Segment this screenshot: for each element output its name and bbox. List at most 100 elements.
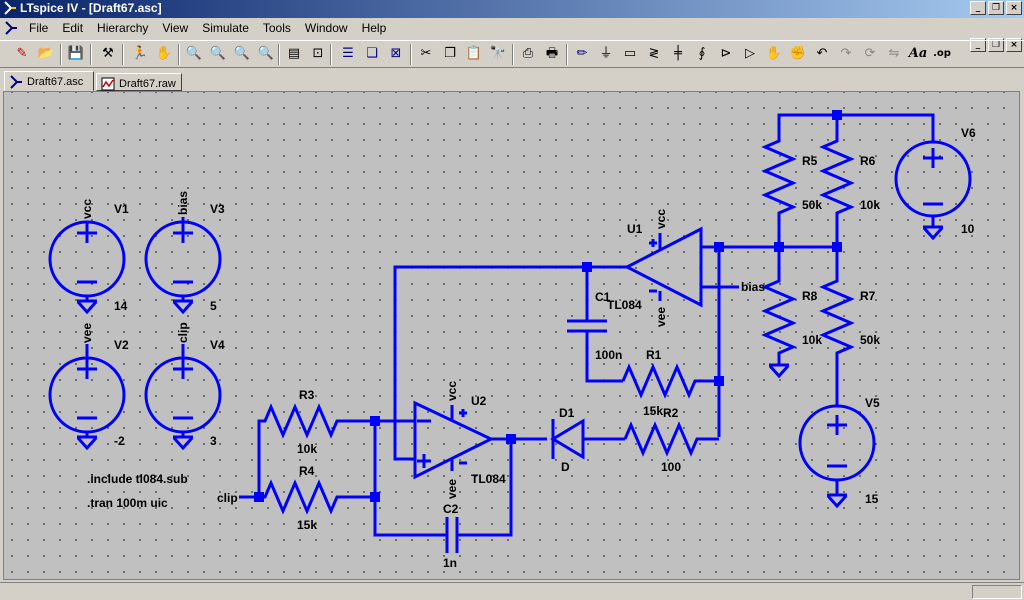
paste-icon[interactable]: 📋 <box>465 46 483 61</box>
label-r3-name: R3 <box>299 388 315 402</box>
tab-waveform[interactable]: Draft67.raw <box>96 73 182 91</box>
ground-icon[interactable]: ⏚ <box>599 46 613 61</box>
close-button[interactable]: × <box>1006 1 1022 15</box>
voltage-source-v3[interactable] <box>144 217 222 315</box>
cascade-icon[interactable]: ❏ <box>366 46 378 61</box>
copy-icon[interactable]: ❐ <box>444 46 456 61</box>
voltage-source-v2[interactable] <box>48 344 126 451</box>
save-icon[interactable]: 💾 <box>67 46 85 61</box>
voltage-source-v6[interactable] <box>894 140 972 241</box>
control-panel-icon[interactable]: ⚒ <box>102 46 114 61</box>
label-r6-name: R6 <box>860 154 876 168</box>
label-r3-value: 10k <box>297 442 317 456</box>
net-label-vee-v2: vee <box>80 323 94 343</box>
label-v4-name: V4 <box>210 338 225 352</box>
find-icon[interactable]: 🔭 <box>489 46 507 61</box>
status-bar <box>0 582 1024 600</box>
zoom-in-icon[interactable]: 🔍 <box>185 46 203 61</box>
menu-hierarchy[interactable]: Hierarchy <box>97 21 149 35</box>
menu-tools[interactable]: Tools <box>262 21 291 35</box>
halt-icon[interactable]: ✋ <box>155 46 173 61</box>
drag-icon[interactable]: ✊ <box>789 46 807 61</box>
opamp-u1[interactable] <box>623 226 739 308</box>
resistor-r6[interactable] <box>819 115 855 247</box>
component-icon[interactable]: ▷ <box>745 46 755 61</box>
status-panel <box>972 585 1022 599</box>
diode-d1[interactable] <box>550 418 625 460</box>
resistor-r2[interactable] <box>623 421 719 457</box>
resistor-icon[interactable]: ≷ <box>648 46 660 61</box>
move-icon[interactable]: ✋ <box>765 46 783 61</box>
net-label-vcc-v1: vcc <box>80 199 94 219</box>
menu-help[interactable]: Help <box>361 21 387 35</box>
resistor-r7[interactable] <box>819 247 855 406</box>
label-r8-value: 10k <box>802 333 822 347</box>
voltage-source-v5[interactable] <box>798 404 876 509</box>
waveform-tab-icon <box>101 77 115 91</box>
rotate-icon[interactable]: ⟳ <box>864 46 876 61</box>
undo-icon[interactable]: ↶ <box>816 46 828 61</box>
close-window-icon[interactable]: ⊠ <box>390 46 402 61</box>
schematic-canvas[interactable]: V1 14 V2 -2 V3 5 V4 3 V5 15 V6 10 vcc bi… <box>3 91 1020 580</box>
menu-file[interactable]: File <box>29 21 49 35</box>
spice-directive-tran[interactable]: .tran 100m uic <box>87 496 168 510</box>
label-u1-value: TL084 <box>607 298 642 312</box>
label-v5-value: 15 <box>865 492 879 506</box>
run-icon[interactable]: 🏃 <box>131 46 149 61</box>
autorange-icon[interactable]: ▤ <box>287 46 301 61</box>
text-icon[interactable]: Aa <box>908 46 928 61</box>
label-r7-value: 50k <box>860 333 880 347</box>
print-icon[interactable]: 🖶 <box>545 46 559 61</box>
doc-close-button[interactable]: × <box>1006 38 1022 52</box>
print-setup-icon[interactable]: ⎙ <box>522 46 534 61</box>
voltage-source-v1[interactable] <box>48 220 126 315</box>
net-label-vee-u1: vee <box>654 307 668 327</box>
diode-icon[interactable]: ⊳ <box>720 46 732 61</box>
capacitor-c2[interactable] <box>439 439 513 553</box>
cut-icon[interactable]: ✂ <box>420 46 432 61</box>
doc-minimize-button[interactable]: _ <box>970 38 986 52</box>
label-net-icon[interactable]: ▭ <box>623 46 637 61</box>
net-label-bias: bias <box>741 280 765 294</box>
resistor-r8[interactable] <box>761 247 797 379</box>
tab-schematic[interactable]: Draft67.asc <box>4 71 94 91</box>
menu-edit[interactable]: Edit <box>62 21 84 35</box>
tile-horizontal-icon[interactable]: ☰ <box>342 46 354 61</box>
zoom-out-icon[interactable]: 🔍 <box>233 46 251 61</box>
spice-directive-icon[interactable]: .op <box>933 48 951 59</box>
opamp-u2[interactable] <box>413 400 495 480</box>
label-v6-value: 10 <box>961 222 975 236</box>
label-v2-value: -2 <box>114 434 125 448</box>
draw-wire-icon[interactable]: ✏ <box>576 46 588 61</box>
resistor-r1[interactable] <box>621 363 719 399</box>
label-r8-name: R8 <box>802 289 818 303</box>
label-r4-name: R4 <box>299 464 315 478</box>
mirror-icon[interactable]: ⇋ <box>888 46 900 61</box>
document-icon[interactable] <box>4 21 18 35</box>
new-schematic-icon[interactable]: ✎ <box>16 46 28 61</box>
voltage-source-v4[interactable] <box>144 344 222 451</box>
resistor-r4[interactable] <box>259 479 375 515</box>
menu-view[interactable]: View <box>162 21 189 35</box>
redo-icon[interactable]: ↷ <box>840 46 852 61</box>
inductor-icon[interactable]: ∮ <box>698 46 706 61</box>
fit-window-icon[interactable]: ⊡ <box>312 46 324 61</box>
label-d1-name: D1 <box>559 406 575 420</box>
restore-button[interactable]: ❐ <box>988 1 1004 15</box>
resistor-r5[interactable] <box>761 129 797 247</box>
doc-restore-button[interactable]: ❐ <box>988 38 1004 52</box>
capacitor-c1[interactable] <box>567 267 623 383</box>
minimize-button[interactable]: _ <box>970 1 986 15</box>
menu-simulate[interactable]: Simulate <box>202 21 249 35</box>
label-v3-value: 5 <box>210 299 217 313</box>
label-v1-name: V1 <box>114 202 129 216</box>
resistor-r3[interactable] <box>257 403 375 497</box>
open-icon[interactable]: 📂 <box>37 46 55 61</box>
label-r7-name: R7 <box>860 289 876 303</box>
ltspice-app-icon <box>4 1 16 15</box>
menu-window[interactable]: Window <box>304 21 348 35</box>
spice-directive-include[interactable]: .include tl084.sub <box>87 472 188 486</box>
pan-icon[interactable]: 🔍 <box>209 46 227 61</box>
capacitor-icon[interactable]: ╪ <box>674 46 682 61</box>
zoom-cancel-icon[interactable]: 🔍 <box>257 46 275 61</box>
